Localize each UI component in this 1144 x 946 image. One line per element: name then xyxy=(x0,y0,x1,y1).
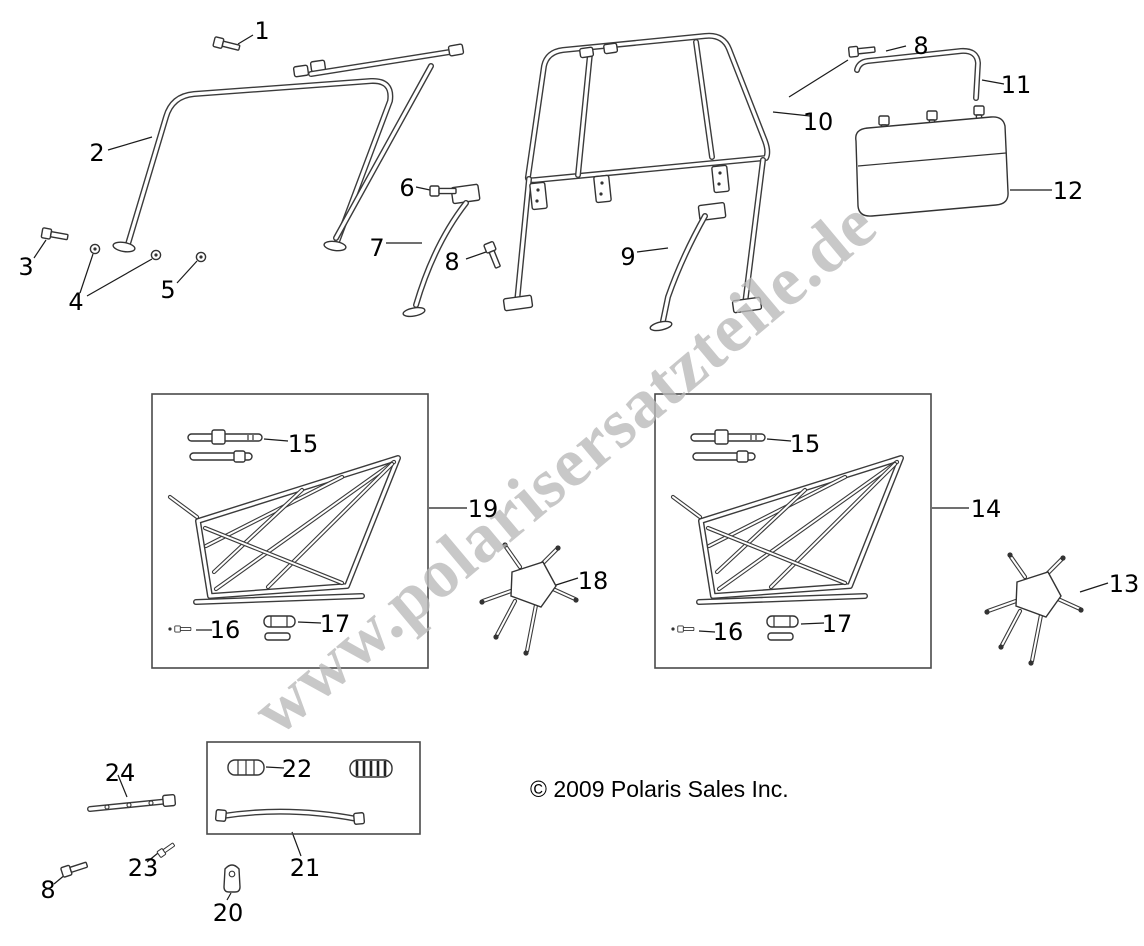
part-grip-ribbed xyxy=(349,759,393,778)
callout-part-4: 4 xyxy=(68,288,84,316)
part-diagonal-braces xyxy=(311,43,465,238)
part-screw-23 xyxy=(156,841,177,859)
callout-part-17-left: 17 xyxy=(319,610,351,638)
leader-lines xyxy=(33,34,1109,901)
callout-part-2: 2 xyxy=(89,139,105,167)
part-bar-24 xyxy=(90,793,177,809)
part-bracket-13 xyxy=(984,552,1083,665)
callout-part-18: 18 xyxy=(577,567,609,595)
callout-part-22: 22 xyxy=(281,755,313,783)
callout-part-24: 24 xyxy=(104,759,136,787)
callout-part-8-mid: 8 xyxy=(444,248,460,276)
callout-part-11: 11 xyxy=(1000,71,1032,99)
callout-part-16-left: 16 xyxy=(209,616,241,644)
copyright-text: © 2009 Polaris Sales Inc. xyxy=(530,776,789,802)
callout-part-16-right: 16 xyxy=(712,618,744,646)
callout-part-7: 7 xyxy=(369,234,385,262)
callout-part-10: 10 xyxy=(802,108,834,136)
part-tube-21 xyxy=(214,810,366,825)
callout-part-5: 5 xyxy=(160,276,176,304)
part-bolt-3 xyxy=(40,227,70,243)
callout-part-1: 1 xyxy=(254,17,270,45)
part-bolt-1 xyxy=(212,35,242,54)
callout-part-21: 21 xyxy=(289,854,321,882)
part-clamp-20 xyxy=(223,864,241,893)
callout-part-23: 23 xyxy=(127,854,159,882)
part-rear-panel-12 xyxy=(855,105,1009,217)
callout-part-8-top: 8 xyxy=(913,32,929,60)
bottom-parts-box xyxy=(206,741,421,835)
part-support-tube-7 xyxy=(402,183,481,318)
callout-part-17-right: 17 xyxy=(821,610,853,638)
callout-part-15-right: 15 xyxy=(789,430,821,458)
callout-part-19: 19 xyxy=(467,495,499,523)
part-bolt-8-top xyxy=(847,43,877,58)
callout-part-12: 12 xyxy=(1052,177,1084,205)
callout-part-20: 20 xyxy=(212,899,244,927)
callout-part-14: 14 xyxy=(970,495,1002,523)
part-main-cab-frame xyxy=(502,36,767,314)
callout-part-13: 13 xyxy=(1108,570,1140,598)
part-grip-22 xyxy=(227,759,265,776)
part-bolt-8-bottom xyxy=(59,859,90,879)
callout-part-8-bottom: 8 xyxy=(40,876,56,904)
part-front-hoop xyxy=(112,59,390,253)
part-bolt-8-mid xyxy=(482,240,504,270)
callout-part-6: 6 xyxy=(399,174,415,202)
part-nut-5 xyxy=(195,251,207,263)
part-support-tube-9 xyxy=(649,201,727,332)
part-bracket-18 xyxy=(479,542,578,655)
callout-part-9: 9 xyxy=(620,243,636,271)
callout-part-15-left: 15 xyxy=(287,430,319,458)
callout-part-3: 3 xyxy=(18,253,34,281)
